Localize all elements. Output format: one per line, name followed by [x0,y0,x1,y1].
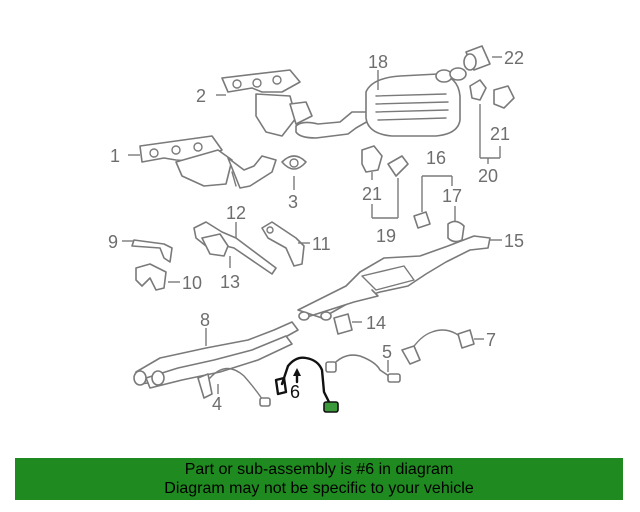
callout-12: 12 [226,203,246,223]
part-19-hanger-set[interactable] [361,145,409,219]
part-18-rear-muffler[interactable] [295,67,467,139]
part-3-gasket[interactable] [281,155,307,190]
part-20-hanger-bracket[interactable] [469,79,515,164]
callout-4: 4 [212,394,222,414]
part-10-bracket[interactable] [135,263,180,291]
callout-22: 22 [504,48,524,68]
callout-11: 11 [312,234,331,254]
callout-21-right: 21 [490,124,510,144]
callout-2: 2 [196,86,206,106]
part-14-rubber-mount[interactable] [333,313,362,335]
callout-20: 20 [478,166,498,186]
callout-1: 1 [110,146,120,166]
part-6-oxygen-sensor-highlighted[interactable] [274,356,339,413]
callout-18: 18 [368,52,388,72]
callout-6: 6 [290,382,300,402]
callout-19: 19 [376,226,396,246]
callout-21-left: 21 [362,184,382,204]
part-22-exhaust-tip[interactable] [463,45,502,71]
part-1-exhaust-manifold[interactable] [128,135,277,189]
callout-15: 15 [504,231,524,251]
part-15-center-muffler[interactable] [297,235,502,321]
part-13-bracket[interactable] [201,233,231,268]
callout-17: 17 [442,186,462,206]
callout-9: 9 [108,232,118,252]
part-2-exhaust-manifold[interactable] [216,69,313,137]
part-5-oxygen-sensor[interactable] [325,354,401,383]
banner-line-2: Diagram may not be specific to your vehi… [164,480,474,497]
callout-13: 13 [220,272,240,292]
info-banner: Part or sub-assembly is #6 in diagram Di… [15,458,623,500]
callout-14: 14 [366,313,386,333]
banner-line-1: Part or sub-assembly is #6 in diagram [184,461,454,478]
callout-3: 3 [288,192,298,212]
part-16-clamp[interactable] [413,175,453,229]
part-17-clamp[interactable] [447,206,465,243]
callout-10: 10 [182,273,202,293]
callout-5: 5 [382,342,392,362]
part-7-oxygen-sensor[interactable] [401,329,484,365]
callout-16: 16 [426,148,446,168]
part-4-oxygen-sensor[interactable] [197,367,271,407]
part-8-front-pipe[interactable] [133,321,299,389]
callout-7: 7 [486,330,496,350]
callout-8: 8 [200,310,210,330]
part-11-bracket[interactable] [261,221,310,267]
part-9-bracket[interactable] [122,239,173,263]
